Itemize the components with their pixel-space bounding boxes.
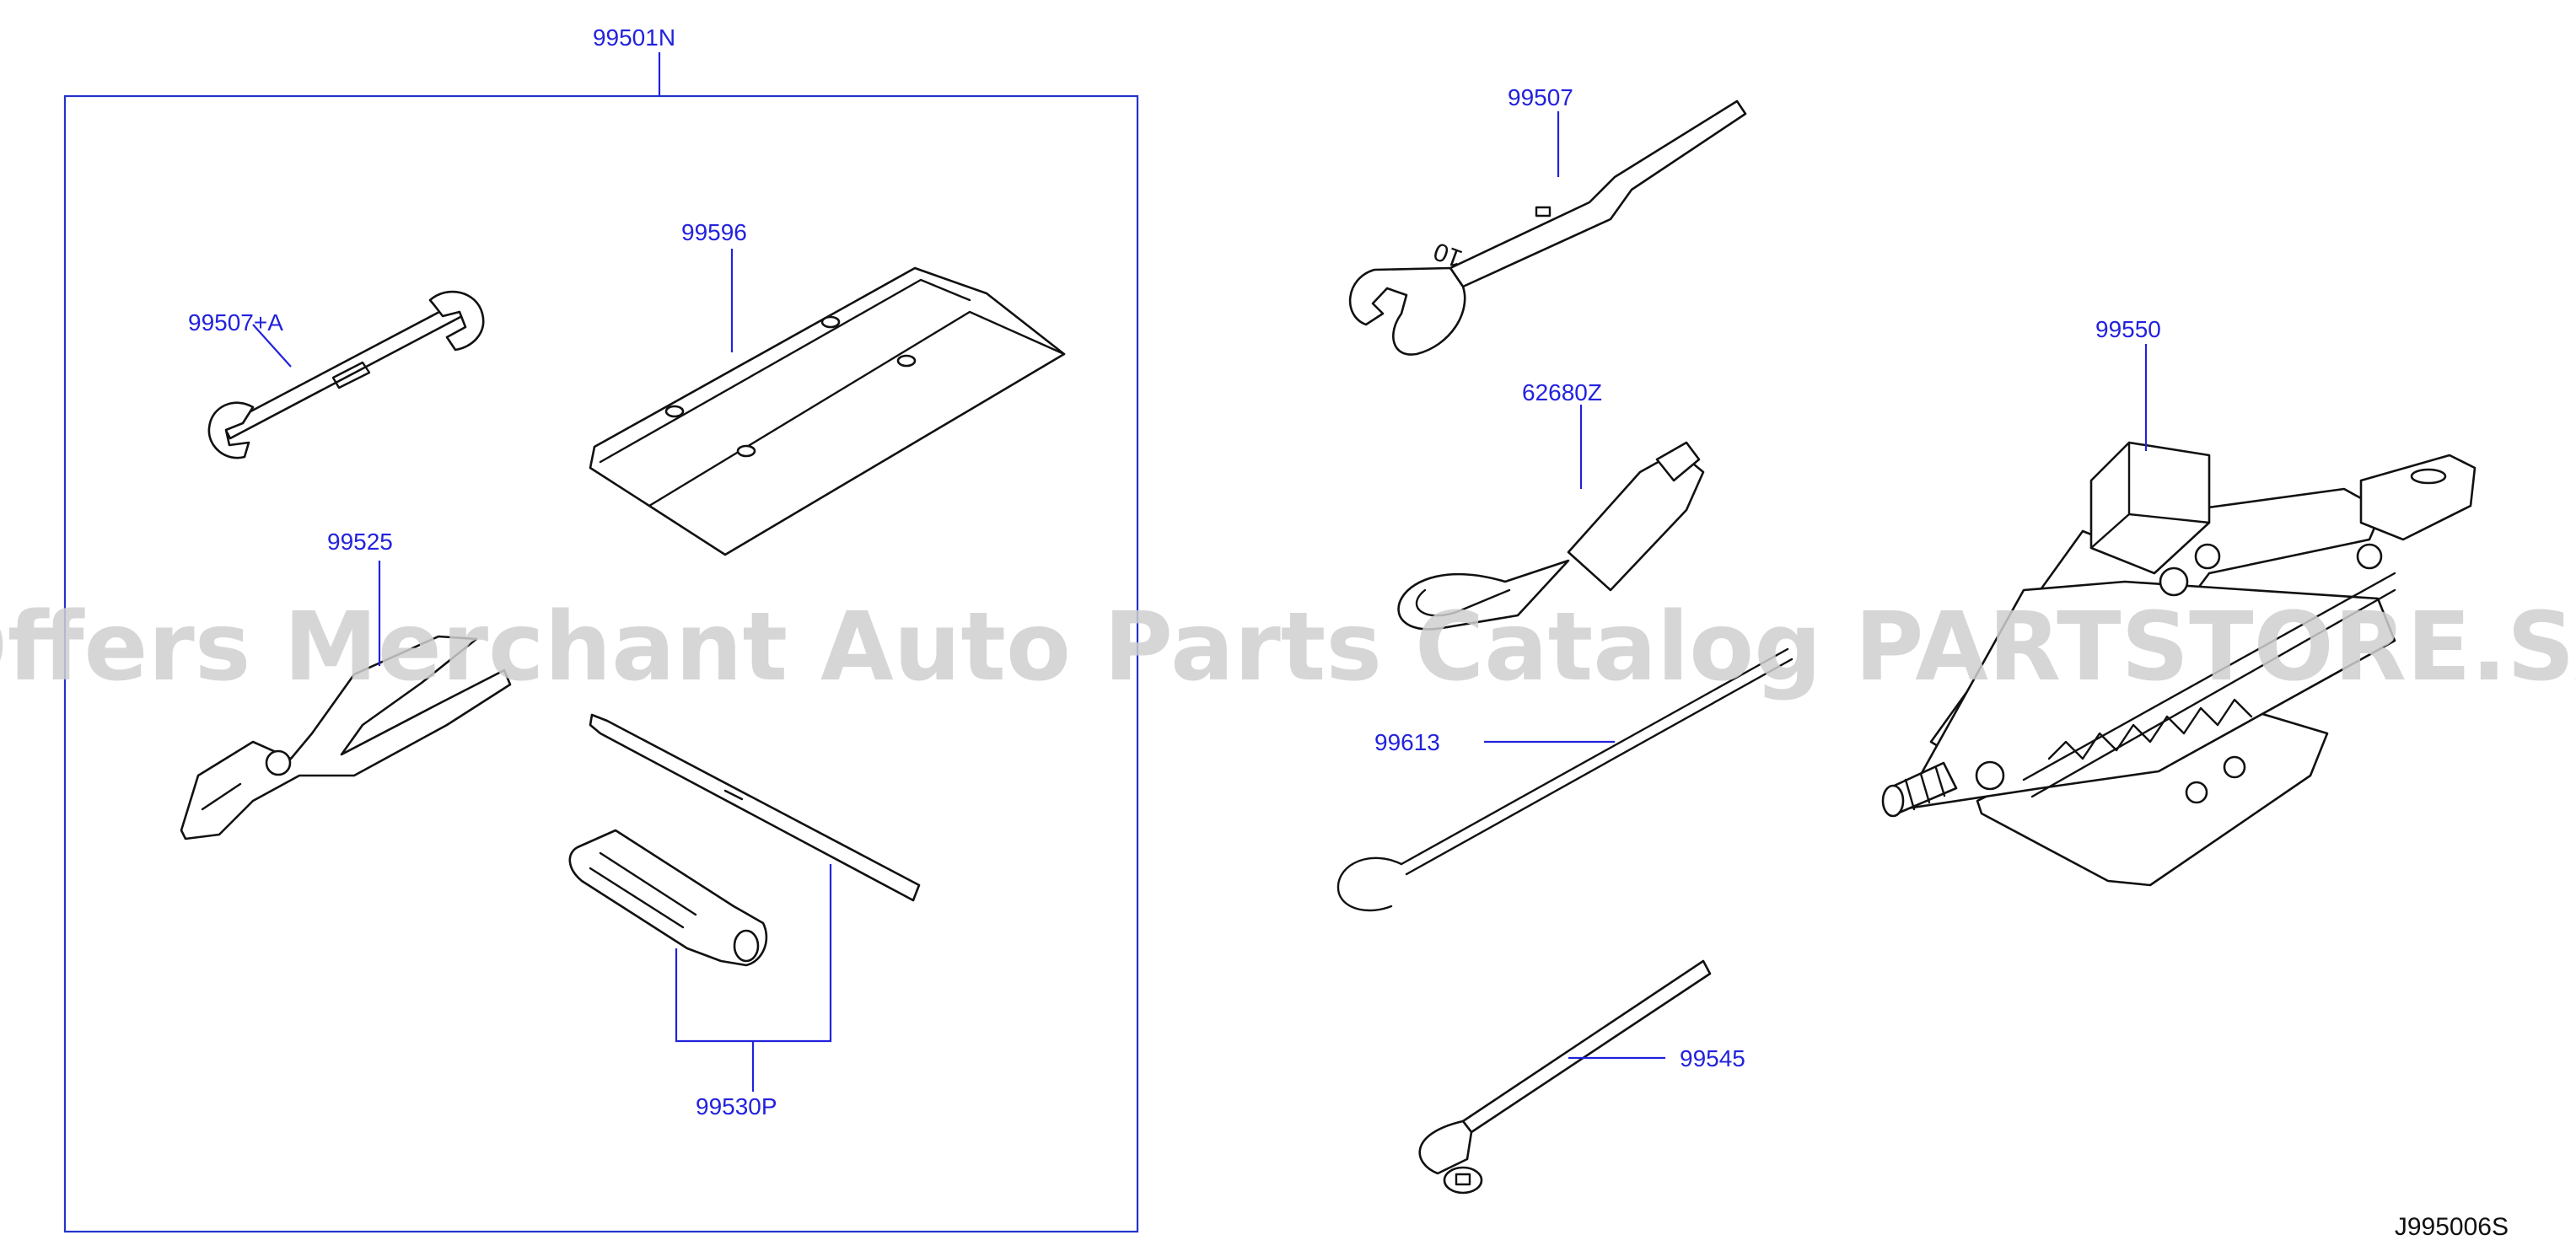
tow-hook-label[interactable]: 62680Z <box>1522 379 1602 405</box>
screwdriver-label[interactable]: 99530P <box>696 1093 777 1119</box>
jack-label[interactable]: 99550 <box>2095 316 2161 342</box>
tow-hook-drawing <box>1397 441 1705 631</box>
wrench-label[interactable]: 99507 <box>1508 84 1573 110</box>
screwdriver-drawing <box>568 713 921 967</box>
watermark-text: Offers Merchant Auto Parts Catalog PARTS… <box>0 593 2576 702</box>
jack-drawing <box>1881 441 2477 887</box>
hook-rod-drawing <box>1336 647 1794 912</box>
small-wrench-leader <box>252 324 292 368</box>
hook-rod-label[interactable]: 99613 <box>1374 729 1440 755</box>
tool-kit-frame <box>63 94 1139 1233</box>
tool-bag-drawing <box>589 266 1066 556</box>
tool-kit-label[interactable]: 99501N <box>593 24 675 51</box>
pliers-drawing <box>180 635 512 840</box>
lug-wrench-label[interactable]: 99545 <box>1680 1045 1745 1071</box>
tool-bag-label[interactable]: 99596 <box>681 219 747 245</box>
pliers-label[interactable]: 99525 <box>327 529 393 555</box>
small-wrench-label[interactable]: 99507+A <box>188 309 283 336</box>
small-wrench-drawing <box>207 290 485 459</box>
lug-wrench-drawing <box>1418 959 1712 1195</box>
drawing-code: J995006S <box>2395 1213 2509 1241</box>
wrench-drawing: 10 <box>1348 99 1747 356</box>
